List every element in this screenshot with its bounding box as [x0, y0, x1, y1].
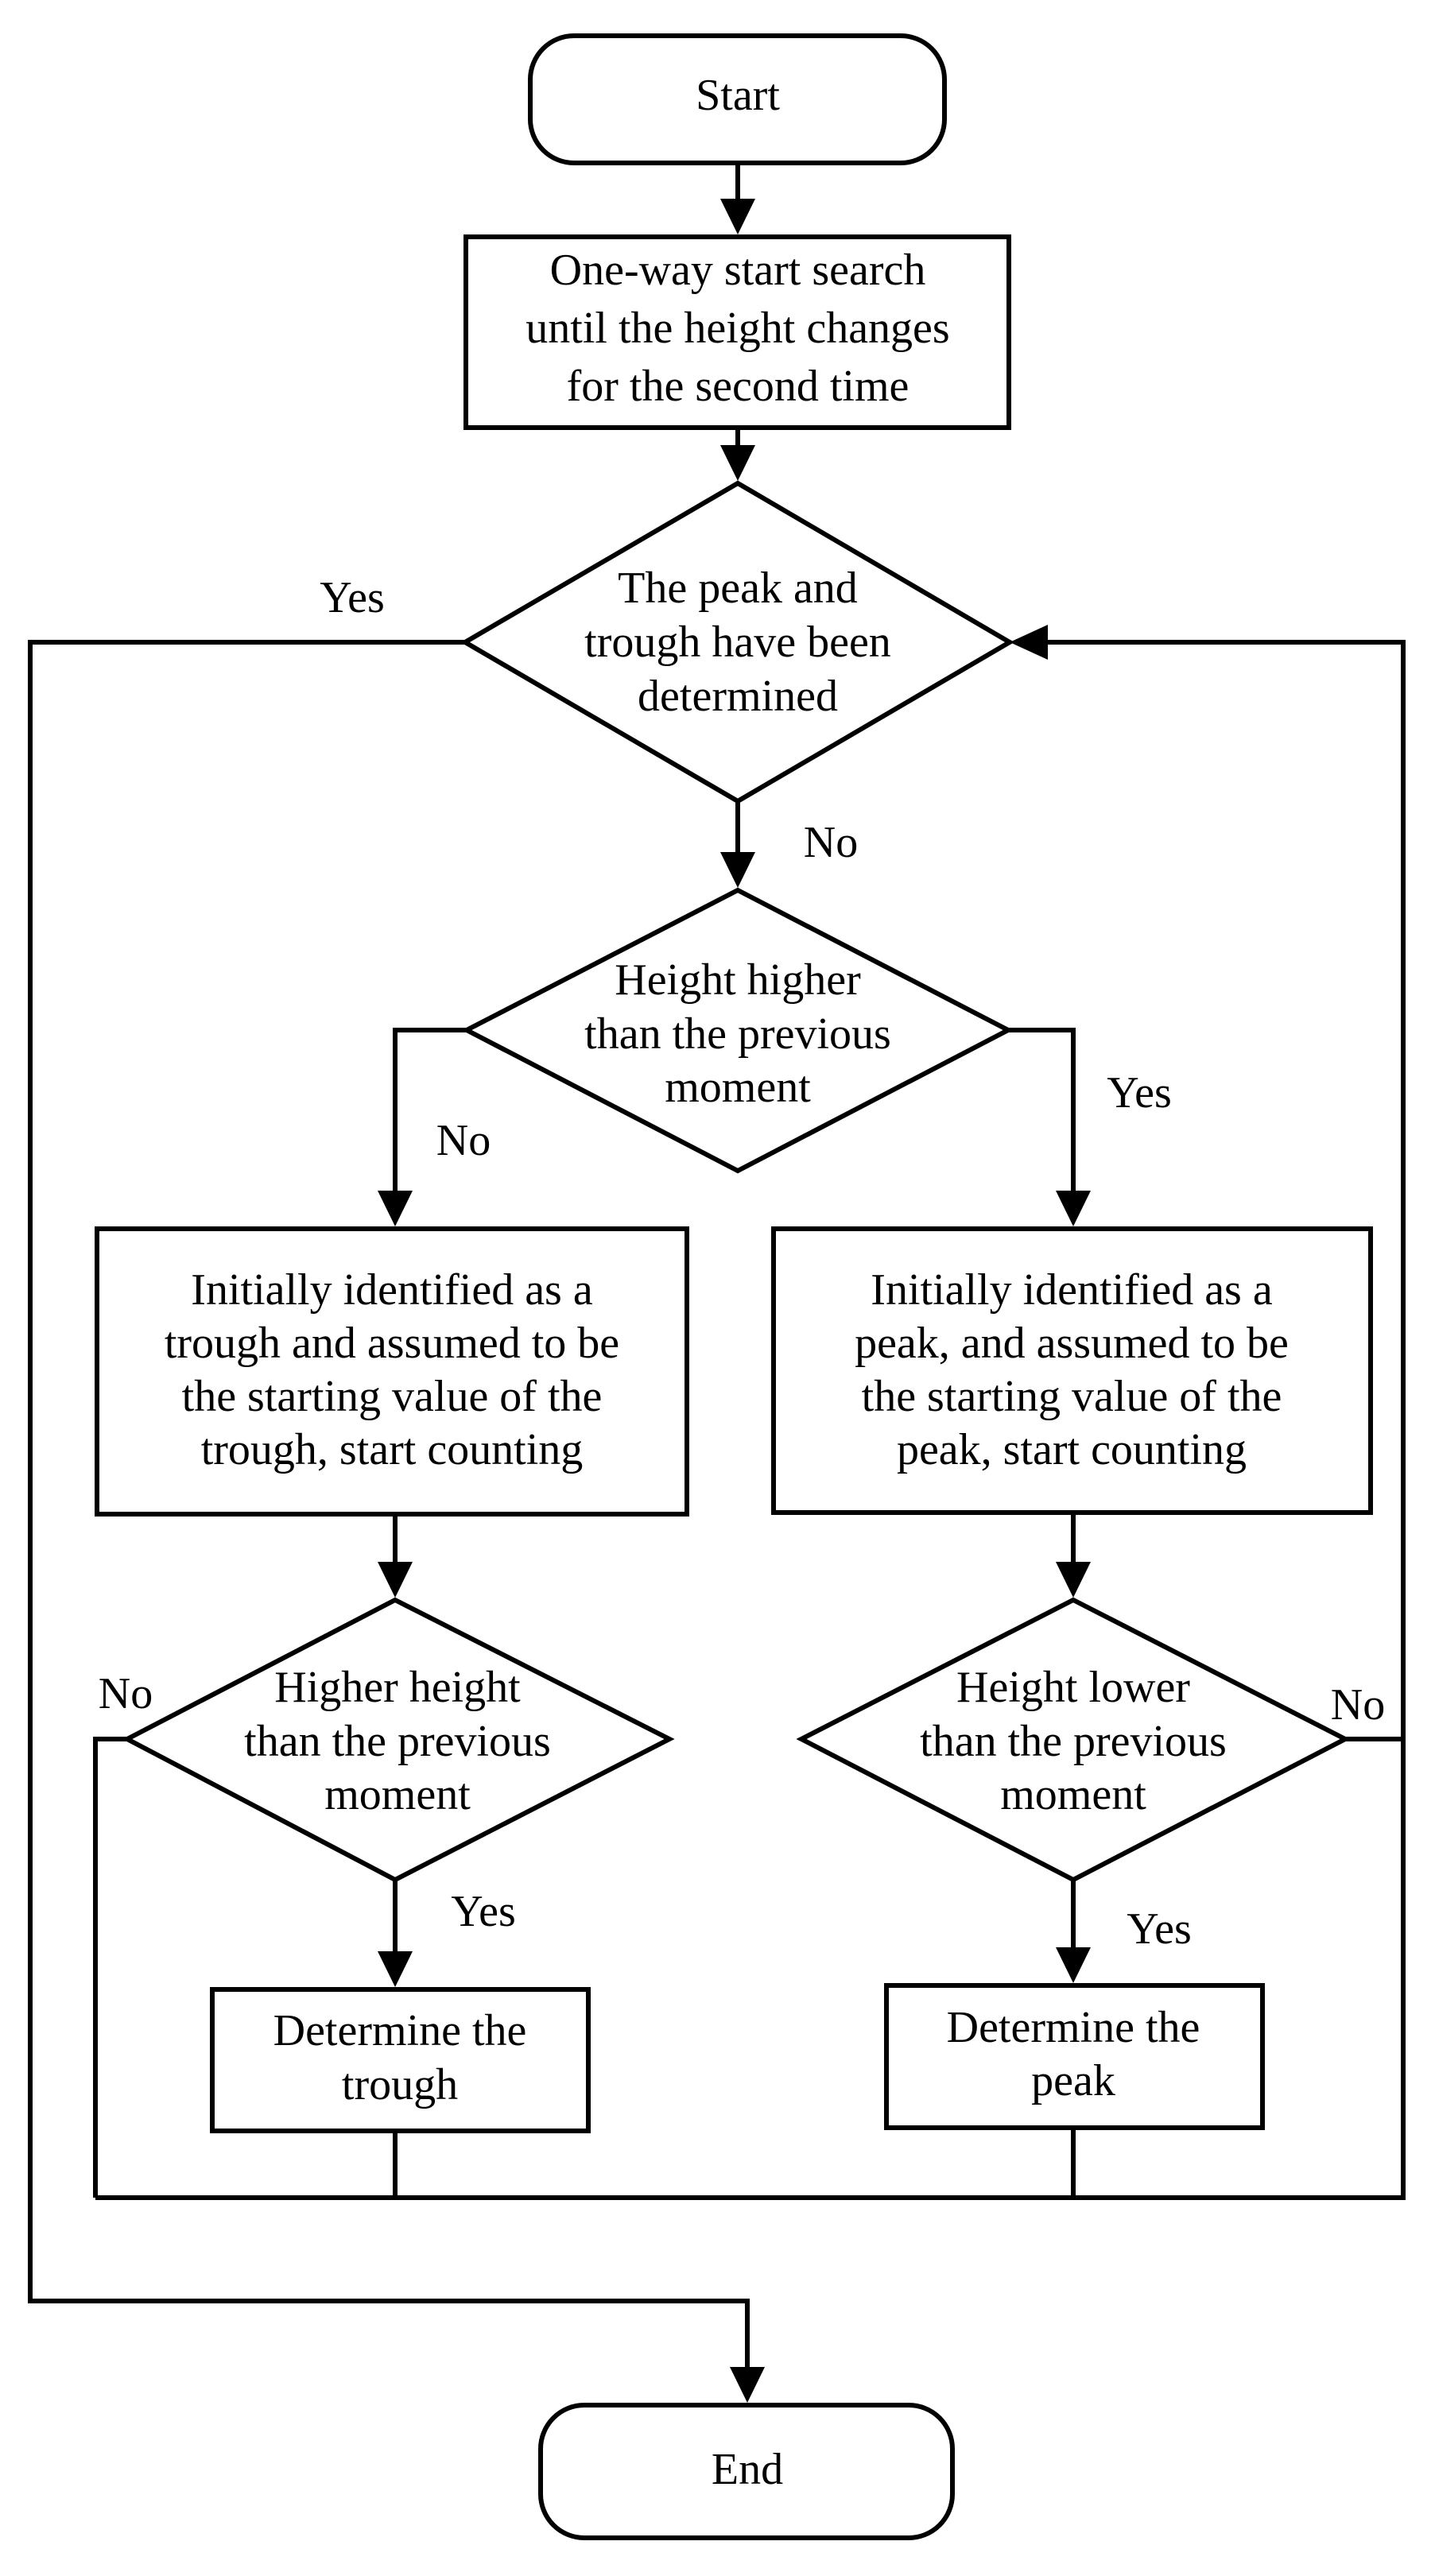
- decision-determined-shape: [460, 480, 1014, 804]
- edge-label-higher-yes: Yes: [1107, 1068, 1171, 1118]
- node-end-label: End: [712, 2445, 783, 2494]
- connectors: [28, 163, 1406, 2403]
- node-peak-process-line-1: Initially identified as a: [871, 1265, 1273, 1315]
- node-search-line-2: until the height changes: [526, 304, 949, 353]
- decision-peak-shape: [796, 1597, 1351, 1883]
- decision-higher-shape: [461, 887, 1014, 1174]
- arrowhead-icon: [378, 1951, 413, 1987]
- edge-trough-no: [93, 1737, 127, 2198]
- node-decision-peak-line-2: than the previous: [920, 1717, 1227, 1766]
- arrowhead-icon: [378, 1562, 413, 1598]
- node-trough-process-line-3: the starting value of the: [182, 1372, 603, 1421]
- arrowhead-icon: [1056, 1191, 1091, 1226]
- node-determine-trough-line-1: Determine the: [273, 2006, 527, 2055]
- process-determine-peak-shape: [884, 1983, 1265, 2130]
- arrowhead-icon: [720, 445, 755, 481]
- node-determine-trough-line-2: trough: [342, 2060, 458, 2109]
- arrowhead-icon: [1056, 1947, 1091, 1983]
- node-decision-determined: The peak and trough have been determined: [460, 480, 1014, 804]
- node-trough-process-line-2: trough and assumed to be: [165, 1319, 619, 1368]
- arrowhead-icon: [1056, 1562, 1091, 1598]
- arrowhead-icon: [720, 852, 755, 888]
- node-search-line-1: One-way start search: [550, 246, 926, 295]
- process-peak-shape: [771, 1226, 1373, 1515]
- terminal-end-shape: [538, 2403, 955, 2540]
- node-decision-peak: Height lower than the previous moment: [796, 1597, 1351, 1883]
- node-end: End: [538, 2403, 955, 2540]
- node-decision-peak-line-1: Height lower: [956, 1663, 1190, 1712]
- edge-higher-no: [393, 1028, 467, 1199]
- arrowhead-icon: [720, 199, 755, 234]
- edge-label-determined-yes: Yes: [320, 573, 384, 622]
- edge-label-determined-no: No: [804, 818, 858, 867]
- node-determine-peak: Determine the peak: [884, 1983, 1265, 2130]
- node-decision-trough-line-2: than the previous: [244, 1717, 551, 1766]
- node-search-line-3: for the second time: [567, 362, 909, 411]
- arrowhead-icon: [730, 2367, 765, 2403]
- node-determine-peak-line-2: peak: [1031, 2056, 1115, 2105]
- node-peak-process-line-2: peak, and assumed to be: [855, 1319, 1289, 1368]
- node-decision-higher: Height higher than the previous moment: [461, 887, 1014, 1174]
- node-trough-process: Initially identified as a trough and ass…: [95, 1226, 689, 1517]
- edge-labels: Yes No No Yes No Yes No Yes: [99, 573, 1385, 1954]
- node-peak-process-line-4: peak, start counting: [897, 1425, 1247, 1474]
- node-decision-peak-line-3: moment: [1000, 1770, 1146, 1819]
- node-decision-trough-line-3: moment: [324, 1770, 471, 1819]
- node-decision-higher-line-1: Height higher: [615, 955, 861, 1005]
- edge-label-higher-no: No: [436, 1116, 491, 1165]
- node-decision-trough-line-1: Higher height: [274, 1663, 521, 1712]
- arrowhead-icon: [378, 1191, 413, 1226]
- node-trough-process-line-4: trough, start counting: [201, 1425, 584, 1474]
- edge-label-trough-no: No: [99, 1669, 153, 1718]
- node-decision-determined-line-3: determined: [638, 672, 838, 721]
- node-decision-determined-line-2: trough have been: [584, 618, 891, 667]
- node-decision-trough: Higher height than the previous moment: [122, 1597, 675, 1883]
- node-start-label: Start: [696, 71, 780, 120]
- edge-label-peak-yes: Yes: [1127, 1904, 1191, 1954]
- node-determine-trough: Determine the trough: [210, 1987, 591, 2133]
- node-decision-higher-line-3: moment: [665, 1063, 811, 1112]
- process-search-shape: [463, 234, 1011, 430]
- edge-label-peak-no: No: [1331, 1680, 1385, 1730]
- arrowhead-icon: [1010, 625, 1048, 660]
- edge-label-trough-yes: Yes: [451, 1887, 515, 1936]
- decision-trough-shape: [122, 1597, 675, 1883]
- terminal-start-shape: [528, 33, 947, 165]
- node-peak-process: Initially identified as a peak, and assu…: [771, 1226, 1373, 1515]
- node-trough-process-line-1: Initially identified as a: [191, 1265, 593, 1315]
- node-search: One-way start search until the height ch…: [463, 234, 1011, 430]
- node-decision-higher-line-2: than the previous: [584, 1009, 891, 1059]
- node-peak-process-line-3: the starting value of the: [862, 1372, 1282, 1421]
- process-trough-shape: [95, 1226, 689, 1517]
- node-decision-determined-line-1: The peak and: [618, 564, 858, 613]
- edge-determined-yes: [28, 640, 750, 2371]
- process-determine-trough-shape: [210, 1987, 591, 2133]
- node-determine-peak-line-1: Determine the: [947, 2003, 1200, 2052]
- edge-loop-back: [95, 640, 1406, 2200]
- node-start: Start: [528, 33, 947, 165]
- edge-higher-yes: [1008, 1028, 1076, 1199]
